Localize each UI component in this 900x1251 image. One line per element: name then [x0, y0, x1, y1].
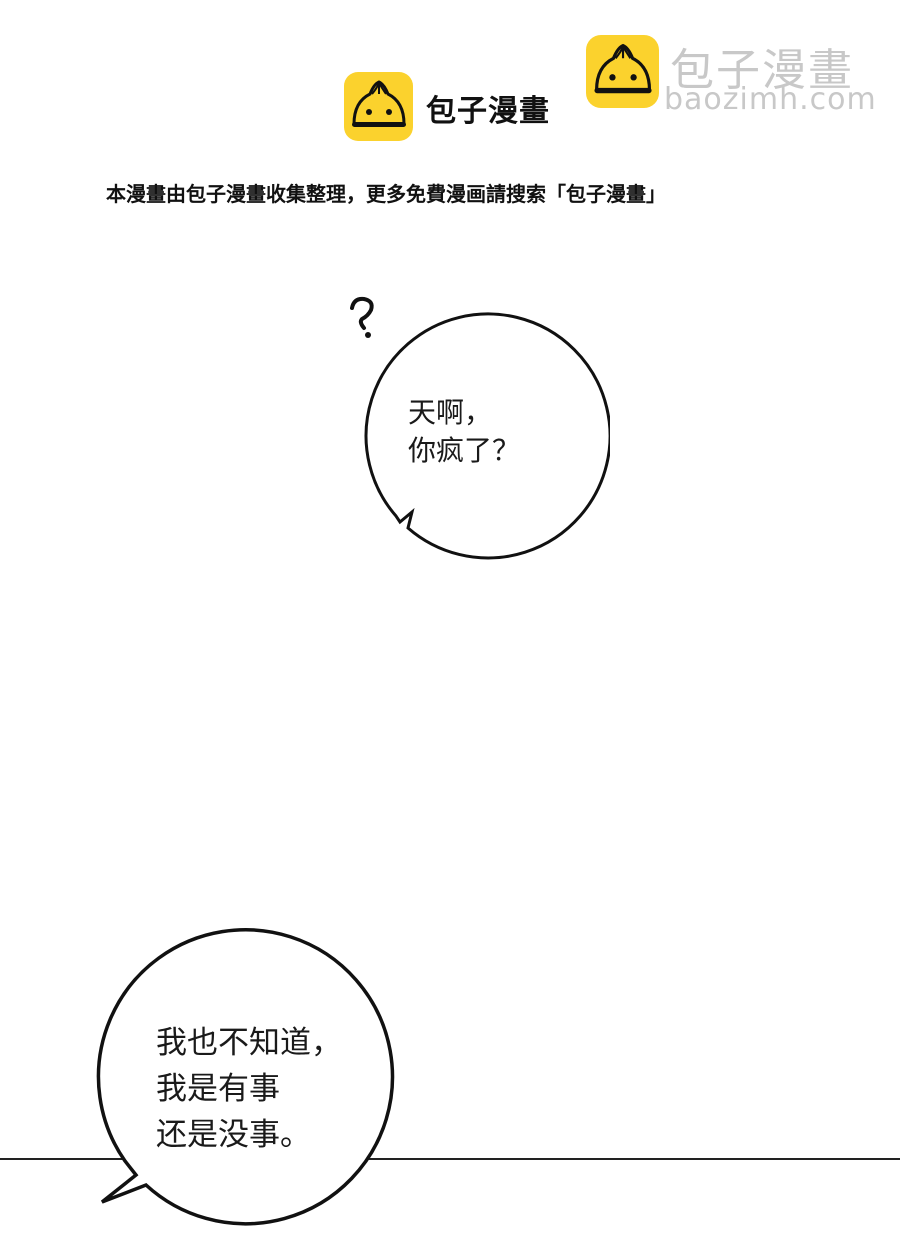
- steamed-bun-icon: [594, 43, 652, 94]
- question-mark-icon: [350, 296, 374, 338]
- panel-divider: [0, 1158, 900, 1160]
- bubble-2-text: 我也不知道， 我是有事 还是没事。: [156, 1025, 342, 1153]
- watermark-url: baozimh.com: [664, 82, 877, 117]
- bubble-1-text: 天啊， 你疯了？: [408, 396, 521, 467]
- watermark-title: 包子漫畫: [670, 45, 854, 96]
- brand-logo-icon: [344, 72, 413, 141]
- brand-title: 包子漫畫: [426, 94, 550, 129]
- speech-bubble-2: [96, 928, 395, 1226]
- watermark-logo-icon: [586, 35, 659, 108]
- speech-bubble-1: [364, 312, 610, 560]
- collection-notice: 本漫畫由包子漫畫收集整理，更多免費漫画請搜索「包子漫畫」: [106, 182, 666, 206]
- steamed-bun-icon: [352, 80, 406, 127]
